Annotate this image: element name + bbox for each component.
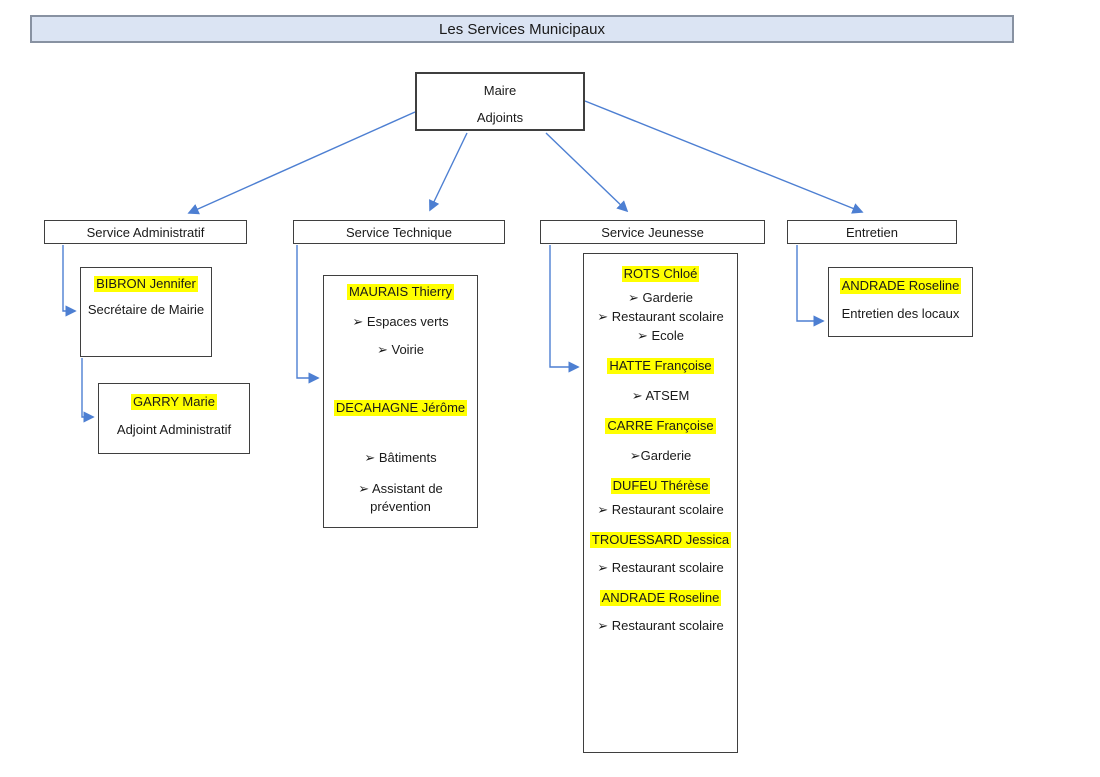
task-item: ➢ Voirie [376, 342, 425, 357]
chart-title: Les Services Municipaux [30, 15, 1014, 43]
dept-header-entretien: Entretien [787, 220, 957, 244]
dept-header-technique: Service Technique [293, 220, 505, 244]
highlighted-name: BIBRON Jennifer [94, 276, 198, 292]
task-item: ➢ Espaces verts [352, 314, 449, 329]
staff-name: BIBRON Jennifer [81, 276, 211, 292]
connector-bibron-to-garry [81, 358, 95, 423]
highlighted-name: ROTS Chloé [621, 266, 700, 282]
task-item: ➢ Restaurant scolaire [597, 502, 724, 517]
highlighted-name: GARRY Marie [131, 394, 217, 410]
connector-entretien-to-staff [796, 245, 825, 327]
connector-maire-to-entretien [584, 100, 864, 214]
connector-technique-to-staff [296, 245, 320, 384]
task-item: ➢ Restaurant scolaire [597, 560, 724, 575]
highlighted-name: CARRE Françoise [605, 418, 716, 434]
maire-label: Maire [483, 83, 517, 98]
connector-maire-to-technique [429, 132, 468, 212]
task-item: ➢Garderie [629, 448, 692, 463]
dept-administratif-label: Service Administratif [86, 224, 205, 240]
highlighted-name: ANDRADE Roseline [839, 278, 962, 294]
staff-name: CARRE Françoise [584, 418, 737, 434]
highlighted-name: DECAHAGNE Jérôme [333, 400, 468, 416]
dept-header-jeunesse: Service Jeunesse [540, 220, 765, 244]
dept-jeunesse-label: Service Jeunesse [601, 224, 704, 240]
chart-title-label: Les Services Municipaux [439, 20, 605, 38]
staff-role: Entretien des locaux [841, 306, 960, 321]
dept-entretien-label: Entretien [845, 224, 899, 240]
connector-maire-to-administratif [187, 111, 416, 215]
connector-jeunesse-to-staff [549, 245, 580, 373]
connector-administratif-to-bibron [62, 245, 77, 317]
staff-name: GARRY Marie [99, 394, 249, 410]
staff-role: Secrétaire de Mairie [87, 302, 205, 317]
staff-name: TROUESSARD Jessica [584, 532, 737, 548]
staff-name: ANDRADE Roseline [584, 590, 737, 606]
staff-name: MAURAIS Thierry [324, 284, 477, 300]
dept-technique-label: Service Technique [346, 224, 452, 240]
highlighted-name: TROUESSARD Jessica [589, 532, 732, 548]
staff-name: ANDRADE Roseline [829, 278, 972, 294]
highlighted-name: HATTE Françoise [607, 358, 714, 374]
staff-role: Adjoint Administratif [116, 422, 232, 437]
adjoints-label: Adjoints [476, 110, 524, 125]
staff-box-entretien-andrade: ANDRADE Roseline Entretien des locaux [828, 267, 973, 337]
highlighted-name: MAURAIS Thierry [346, 284, 455, 300]
dept-header-administratif: Service Administratif [44, 220, 247, 244]
staff-name: HATTE Françoise [584, 358, 737, 374]
staff-name: DECAHAGNE Jérôme [324, 400, 477, 416]
task-item: ➢ Restaurant scolaire [597, 618, 724, 633]
staff-name: DUFEU Thérèse [584, 478, 737, 494]
connector-maire-to-jeunesse [545, 132, 629, 213]
staff-name: ROTS Chloé [584, 266, 737, 282]
maire-adjoints-box: Maire Adjoints [415, 72, 585, 131]
task-item: ➢ Ecole [636, 328, 685, 343]
highlighted-name: ANDRADE Roseline [599, 590, 722, 606]
staff-box-bibron: BIBRON Jennifer Secrétaire de Mairie [80, 267, 212, 357]
task-item: ➢ Assistant de prévention [358, 481, 443, 514]
staff-box-jeunesse: ROTS Chloé ➢ Garderie ➢ Restaurant scola… [583, 253, 738, 753]
highlighted-name: DUFEU Thérèse [610, 478, 711, 494]
task-item: ➢ Restaurant scolaire [597, 309, 724, 324]
task-item: ➢ ATSEM [631, 388, 690, 403]
staff-box-technique: MAURAIS Thierry ➢ Espaces verts ➢ Voirie… [323, 275, 478, 528]
staff-box-garry: GARRY Marie Adjoint Administratif [98, 383, 250, 454]
task-item: ➢ Bâtiments [364, 450, 437, 465]
task-item: ➢ Garderie [627, 290, 694, 305]
